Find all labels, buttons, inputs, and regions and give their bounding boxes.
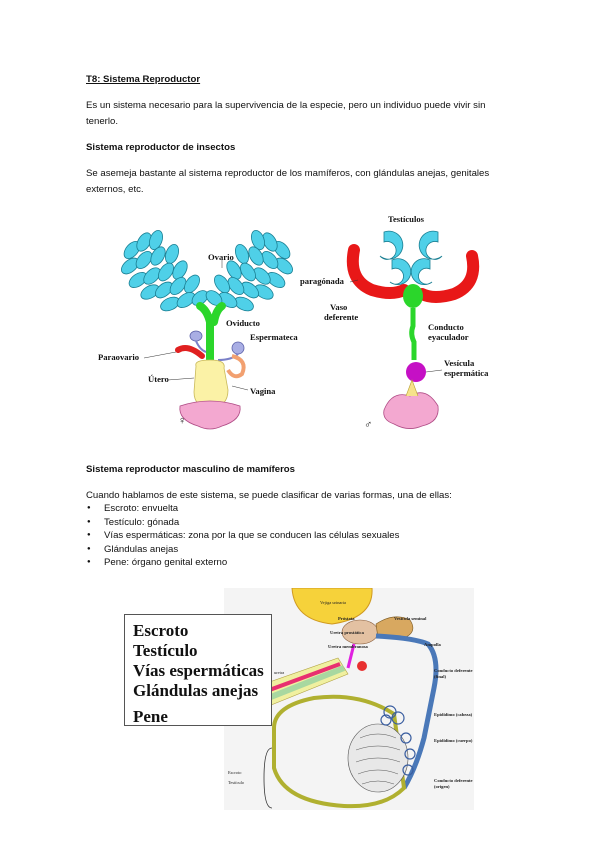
label-vaso: Vaso xyxy=(330,302,347,312)
label-conducto-origen: Conducto deferente xyxy=(434,778,473,783)
label-ampolla: Ampolla xyxy=(424,642,442,647)
label-espermateca: Espermateca xyxy=(250,332,298,342)
label-conducto-final-2: (final) xyxy=(434,674,446,679)
label-prostata: Próstata xyxy=(338,616,355,621)
label-vejiga: Vejiga urinaria xyxy=(320,600,346,605)
label-deferente: deferente xyxy=(324,312,358,322)
box-line-glandulas: Glándulas anejas xyxy=(133,681,259,700)
female-symbol: ♀ xyxy=(178,415,186,427)
list-item: Pene: órgano genital externo xyxy=(86,556,399,570)
label-vesicula-seminal: Vesícula seminal xyxy=(394,616,427,621)
box-line-escroto: Escroto xyxy=(133,621,189,640)
label-epididimo-cuerpo: Epidídimo (cuerpo) xyxy=(434,738,473,743)
label-testiculos: Testículos xyxy=(388,214,425,224)
classification-box: Escroto Testículo Vías espermáticas Glán… xyxy=(124,614,272,726)
intro-paragraph: Es un sistema necesario para la superviv… xyxy=(86,100,486,127)
list-item: Testículo: gónada xyxy=(86,516,399,530)
label-conducto: Conducto xyxy=(428,322,464,332)
label-uretra: uretra xyxy=(274,670,284,675)
insect-reproductive-diagram: Ovario Oviducto Espermateca Paraovario Ú… xyxy=(98,214,489,431)
box-line-pene: Pene xyxy=(133,707,168,726)
list-item: Escroto: envuelta xyxy=(86,502,399,516)
label-uretra-membranosa: Uretra membranosa xyxy=(328,644,369,649)
label-ovario: Ovario xyxy=(208,252,234,262)
label-conducto-origen-2: (origen) xyxy=(434,784,450,789)
list-item: Glándulas anejas xyxy=(86,543,399,557)
male-symbol: ♂ xyxy=(364,419,372,431)
box-line-testiculo: Testículo xyxy=(133,641,198,660)
label-paraovario: Paraovario xyxy=(98,352,139,362)
label-utero: Útero xyxy=(148,374,169,384)
label-oviducto: Oviducto xyxy=(226,318,260,328)
box-line-vias: Vías espermáticas xyxy=(133,661,264,680)
male-insect-system: Testículos paragónada Vaso deferente Con… xyxy=(300,214,489,431)
label-eyaculador: eyaculador xyxy=(428,332,469,342)
mammals-paragraph: Cuando hablamos de este sistema, se pued… xyxy=(86,490,452,501)
label-conducto-final: Conducto deferente xyxy=(434,668,473,673)
insects-paragraph: Se asemeja bastante al sistema reproduct… xyxy=(86,168,490,195)
mammals-heading: Sistema reproductor masculino de mamífer… xyxy=(86,464,295,475)
label-vesicula: Vesícula xyxy=(444,358,475,368)
label-uretra-prostatica: Uretra prostática xyxy=(330,630,365,635)
list-item: Vías espermáticas: zona por la que se co… xyxy=(86,529,399,543)
bullet-list: Escroto: envuelta Testículo: gónada Vías… xyxy=(86,502,399,570)
label-paragonada: paragónada xyxy=(300,276,345,286)
insects-heading: Sistema reproductor de insectos xyxy=(86,142,236,153)
label-vagina: Vagina xyxy=(250,386,276,396)
female-insect-system: Ovario Oviducto Espermateca Paraovario Ú… xyxy=(98,229,298,430)
label-espermatica: espermática xyxy=(444,368,489,378)
label-escroto: Escroto xyxy=(228,770,242,775)
label-testiculo: Testículo xyxy=(228,780,245,785)
label-epididimo-cabeza: Epidídimo (cabeza) xyxy=(434,712,473,717)
page-title: T8: Sistema Reproductor xyxy=(86,74,201,85)
